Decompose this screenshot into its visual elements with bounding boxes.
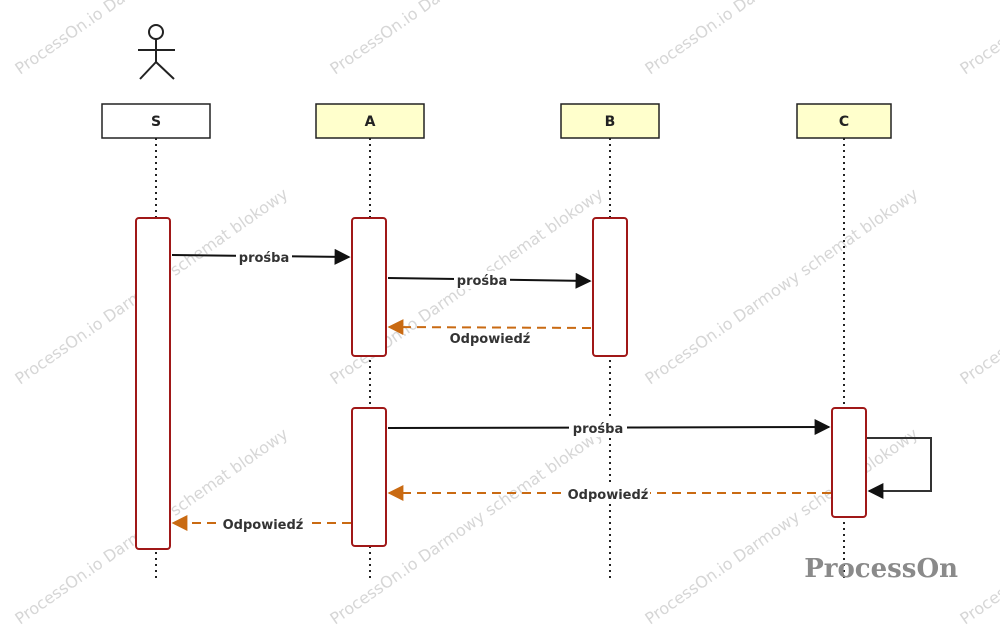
message-label: Odpowiedź xyxy=(450,332,531,347)
message-arrow xyxy=(867,437,932,499)
participant-box xyxy=(315,103,425,139)
activation-bars xyxy=(135,217,867,550)
message-label: prośba xyxy=(239,251,289,266)
message-c-self-call[interactable] xyxy=(867,437,932,499)
message-arrow xyxy=(387,319,592,336)
actor-icon xyxy=(138,24,175,80)
message-a-to-c-request[interactable]: prośba xyxy=(387,419,831,437)
processon-logo: ProcessOn xyxy=(804,554,958,584)
participant-box xyxy=(560,103,660,139)
lifelines xyxy=(155,138,845,580)
watermark-text: ProcessOn.io Darmowy schemat blokowy xyxy=(956,0,1000,78)
watermark-text: ProcessOn.io Darmowy schemat blokowy xyxy=(956,424,1000,626)
participant-label: B xyxy=(605,114,616,130)
activation-bar-c[interactable] xyxy=(831,407,867,518)
watermark-text: ProcessOn.io Darmowy schemat blokowy xyxy=(956,184,1000,388)
message-a-to-b-request[interactable]: prośba xyxy=(387,271,592,289)
message-c-to-a-response[interactable]: Odpowiedź xyxy=(387,485,831,503)
participant-label: C xyxy=(839,114,849,130)
label-background xyxy=(454,271,510,289)
message-label: Odpowiedź xyxy=(223,518,304,533)
label-background xyxy=(566,485,650,503)
message-label: Odpowiedź xyxy=(568,488,649,503)
label-background xyxy=(236,248,292,266)
label-background xyxy=(220,515,306,533)
participant-a[interactable]: A xyxy=(315,103,425,139)
message-label: prośba xyxy=(457,274,507,289)
message-b-to-a-response[interactable]: Odpowiedź xyxy=(387,319,592,347)
participant-label: A xyxy=(365,114,376,130)
message-a-to-s-response[interactable]: Odpowiedź xyxy=(171,515,351,533)
watermark-text: ProcessOn.io Darmowy schemat blokowy xyxy=(641,0,921,78)
activation-bar-a-1[interactable] xyxy=(351,217,387,357)
watermark-text: ProcessOn.io Darmowy schemat blokowy xyxy=(641,424,921,626)
activation-bar-b[interactable] xyxy=(592,217,628,357)
activation-bar-a-2[interactable] xyxy=(351,407,387,547)
message-label: prośba xyxy=(573,422,623,437)
participant-label: S xyxy=(151,114,161,130)
label-background xyxy=(569,419,627,437)
message-s-to-a-request[interactable]: prośba xyxy=(171,248,351,266)
participant-box xyxy=(796,103,892,139)
participant-c[interactable]: C xyxy=(796,103,892,139)
participant-b[interactable]: B xyxy=(560,103,660,139)
participant-box xyxy=(101,103,211,139)
activation-bar-s[interactable] xyxy=(135,217,171,550)
watermark-text: ProcessOn.io Darmowy schemat blokowy xyxy=(641,184,921,388)
watermark-text: ProcessOn.io Darmowy schemat blokowy xyxy=(326,0,606,78)
participant-s[interactable]: S xyxy=(101,103,211,139)
